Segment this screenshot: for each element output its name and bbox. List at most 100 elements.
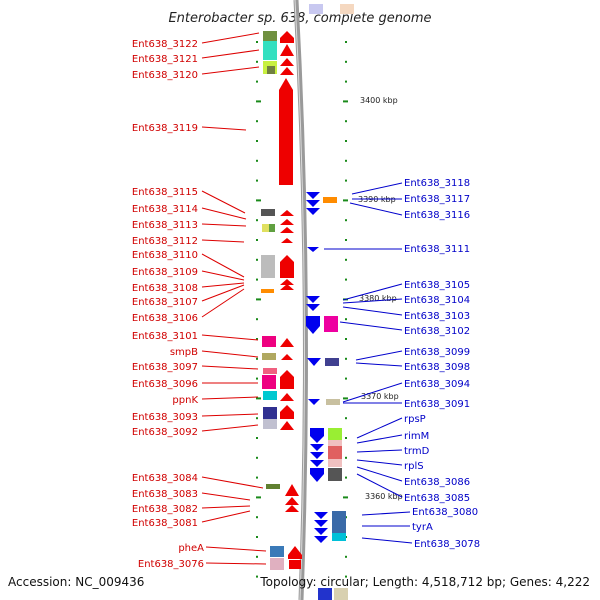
gene-label[interactable]: Ent638_3097 <box>132 362 198 373</box>
gene-label[interactable]: smpB <box>170 347 198 358</box>
gene-label[interactable]: Ent638_3094 <box>404 379 470 390</box>
tick-mark <box>345 278 347 281</box>
gene-label[interactable]: Ent638_3116 <box>404 210 470 221</box>
tick-mark <box>345 338 347 340</box>
gene-label[interactable]: Ent638_3104 <box>404 295 470 306</box>
gene-label[interactable]: Ent638_3115 <box>132 187 198 198</box>
gene-label[interactable]: Ent638_3092 <box>132 427 198 438</box>
tick-mark <box>345 437 347 439</box>
tick-mark <box>256 536 258 538</box>
tick-mark <box>256 258 258 261</box>
gene-label[interactable]: Ent638_3102 <box>404 326 470 337</box>
tick-mark <box>256 199 261 202</box>
tick-mark <box>256 100 261 103</box>
gene-label[interactable]: Ent638_3112 <box>132 236 198 247</box>
gene-label[interactable]: rpsP <box>404 414 426 425</box>
right-connectors <box>324 182 413 544</box>
gene-label[interactable]: Ent638_3110 <box>132 250 198 261</box>
gene-label[interactable]: Ent638_3122 <box>132 39 198 50</box>
gene-label[interactable]: Ent638_3083 <box>132 489 198 500</box>
tick-mark <box>256 338 258 340</box>
topology-text: Topology: circular; Length: 4,518,712 bp… <box>259 575 590 589</box>
gene-label[interactable]: trmD <box>404 446 430 457</box>
chromosome-track <box>293 0 308 600</box>
tick-mark <box>256 80 258 83</box>
gene-label[interactable]: Ent638_3107 <box>132 297 198 308</box>
tick-mark <box>343 397 348 400</box>
tick-mark <box>345 377 347 380</box>
gene-label[interactable]: Ent638_3114 <box>132 204 198 215</box>
gene-label[interactable]: Ent638_3093 <box>132 412 198 423</box>
gene-label[interactable]: pheA <box>178 543 204 554</box>
tick-mark <box>345 318 347 321</box>
tick-mark <box>345 456 347 459</box>
gene-label[interactable]: Ent638_3091 <box>404 399 470 410</box>
gene-label[interactable]: Ent638_3096 <box>132 379 198 390</box>
tick-mark <box>256 417 258 420</box>
gene-label[interactable]: ppnK <box>172 395 198 406</box>
tick-mark <box>345 575 347 578</box>
gene-label[interactable]: Ent638_3118 <box>404 178 470 189</box>
tick-mark <box>345 120 347 123</box>
gene-label[interactable]: Ent638_3121 <box>132 54 198 65</box>
gene-label[interactable]: Ent638_3108 <box>132 283 198 294</box>
tick-mark <box>256 496 261 499</box>
tick-mark <box>345 60 347 63</box>
gene-label[interactable]: Ent638_3085 <box>404 493 470 504</box>
tick-mark <box>343 496 348 499</box>
gene-label[interactable]: Ent638_3109 <box>132 267 198 278</box>
left-labels: Ent638_3122 Ent638_3121 Ent638_3120 Ent6… <box>132 39 204 570</box>
tick-mark <box>345 239 347 241</box>
gene-label[interactable]: Ent638_3120 <box>132 70 198 81</box>
gene-label[interactable]: Ent638_3082 <box>132 504 198 515</box>
tick-mark <box>256 159 258 162</box>
tick-mark <box>256 555 258 558</box>
gene-label[interactable]: Ent638_3103 <box>404 311 470 322</box>
gene-label[interactable]: Ent638_3080 <box>412 507 478 518</box>
tick-mark <box>256 318 258 321</box>
tick-mark <box>256 60 258 63</box>
gene-label[interactable]: Ent638_3086 <box>404 477 470 488</box>
kbp-label: 3360 kbp <box>365 492 403 501</box>
tick-mark <box>345 258 347 261</box>
tick-mark <box>256 41 258 43</box>
tick-mark <box>256 219 258 222</box>
tick-mark <box>256 437 258 439</box>
tick-mark <box>256 298 261 301</box>
gene-label[interactable]: Ent638_3105 <box>404 280 470 291</box>
gene-label[interactable]: Ent638_3084 <box>132 473 198 484</box>
tick-mark <box>256 377 258 380</box>
gene-label[interactable]: rplS <box>404 461 424 472</box>
tick-mark <box>345 555 347 558</box>
tick-mark <box>345 80 347 83</box>
tick-mark <box>343 199 348 202</box>
tick-mark <box>256 456 258 459</box>
gene-label[interactable]: Ent638_3111 <box>404 244 470 255</box>
gene-label[interactable]: Ent638_3119 <box>132 123 198 134</box>
tick-mark <box>256 397 261 400</box>
gene-label[interactable]: Ent638_3099 <box>404 347 470 358</box>
gene-label[interactable]: Ent638_3101 <box>132 331 198 342</box>
tick-mark <box>345 417 347 420</box>
tick-mark <box>345 476 347 479</box>
tick-mark <box>256 476 258 479</box>
tick-mark <box>343 100 348 103</box>
gene-label[interactable]: Ent638_3106 <box>132 313 198 324</box>
gene-label[interactable]: Ent638_3117 <box>404 194 470 205</box>
kbp-label: 3400 kbp <box>360 96 398 105</box>
gene-label[interactable]: Ent638_3098 <box>404 362 470 373</box>
edge-blocks <box>309 4 354 600</box>
tick-mark <box>256 179 258 182</box>
map-title: Enterobacter sp. 638, complete genome <box>168 11 431 26</box>
kbp-label: 3370 kbp <box>361 392 399 401</box>
gene-label[interactable]: Ent638_3078 <box>414 539 480 550</box>
gene-label[interactable]: Ent638_3076 <box>138 559 204 570</box>
gene-label[interactable]: rimM <box>404 431 429 442</box>
tick-mark <box>256 516 258 519</box>
gene-label[interactable]: Ent638_3113 <box>132 220 198 231</box>
gene-label[interactable]: tyrA <box>412 522 433 533</box>
tick-mark <box>256 357 258 360</box>
tick-mark <box>256 278 258 281</box>
gene-label[interactable]: Ent638_3081 <box>132 518 198 529</box>
